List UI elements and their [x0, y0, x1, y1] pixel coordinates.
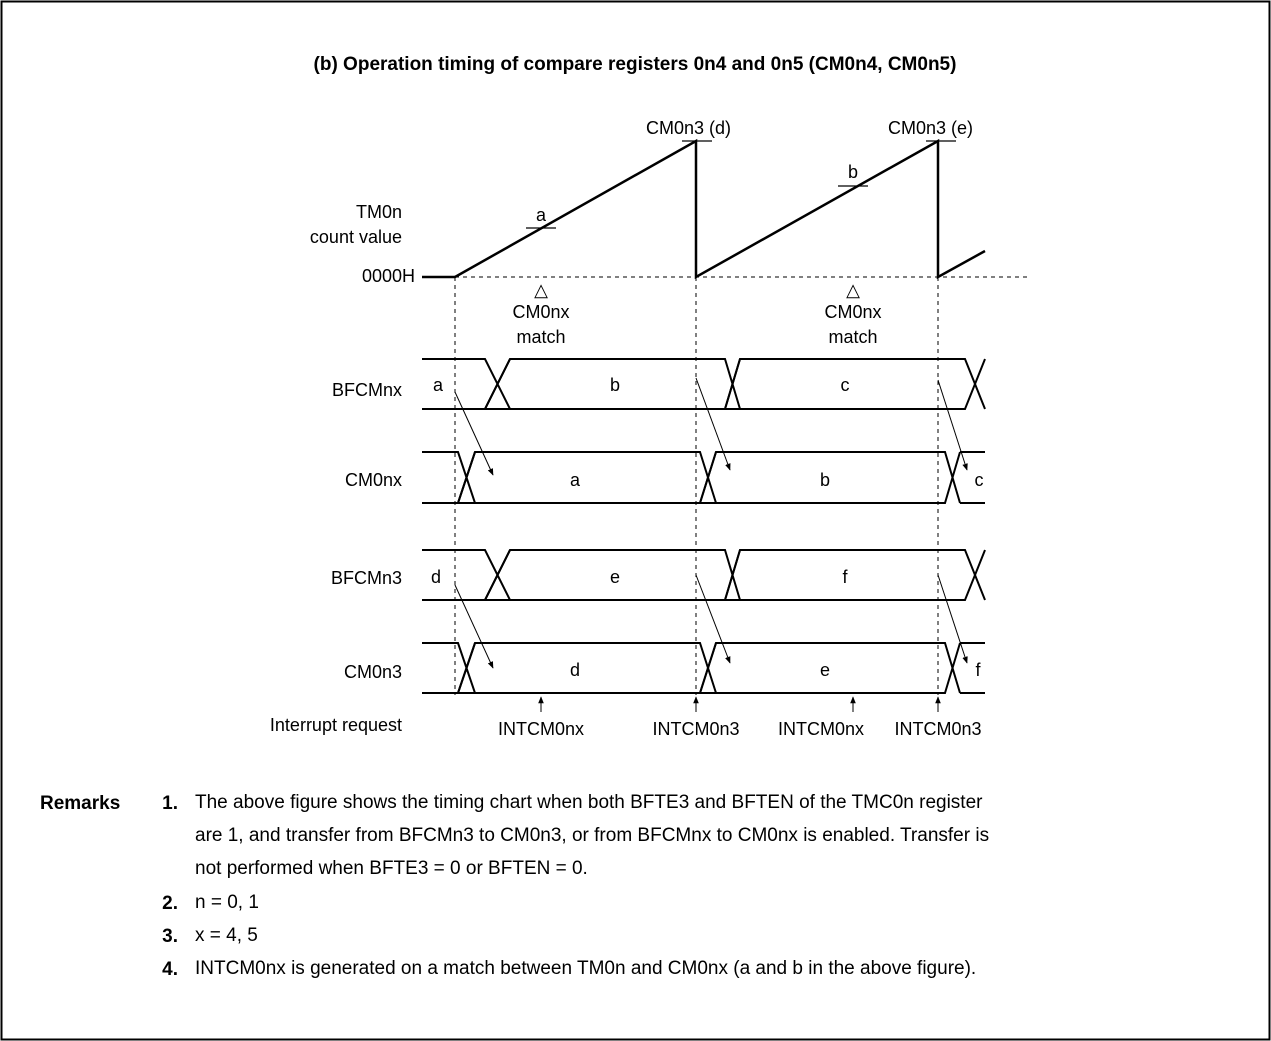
signal-name: CM0nx — [345, 470, 402, 490]
remarks-label: Remarks — [40, 793, 121, 814]
row-cm0n3: CM0n3 d e f — [344, 642, 985, 694]
transfer-arrow — [454, 391, 494, 476]
remark-line: The above figure shows the timing chart … — [195, 792, 983, 813]
remark-number: 3. — [162, 926, 178, 947]
row-cm0nx: CM0nx a b c — [345, 451, 985, 504]
counter-ramp — [454, 138, 986, 280]
signal-name: BFCMn3 — [331, 568, 402, 588]
transfer-arrow — [937, 379, 968, 471]
bus-value: d — [431, 567, 441, 587]
match2-line2: match — [828, 327, 877, 347]
remark-number: 1. — [162, 793, 178, 814]
bus-value: f — [842, 567, 848, 587]
remark-line: x = 4, 5 — [195, 925, 258, 946]
bus-value: e — [820, 660, 830, 680]
bus-value: b — [610, 375, 620, 395]
match1-line2: match — [516, 327, 565, 347]
row-bfcmn3: BFCMn3 d e f — [331, 549, 986, 601]
match2-line1: CM0nx — [824, 302, 881, 322]
interrupt-event: INTCM0nx — [778, 719, 864, 739]
bus-value: c — [975, 470, 984, 490]
remark-line: not performed when BFTE3 = 0 or BFTEN = … — [195, 858, 588, 879]
bus-lower — [422, 549, 986, 601]
transfer-arrow — [695, 574, 731, 664]
bus-lower — [422, 451, 985, 504]
time-guides — [454, 277, 939, 695]
ramp1-mark: a — [536, 205, 547, 225]
bus-lower — [422, 642, 985, 694]
peak2-label: CM0n3 (e) — [888, 118, 973, 138]
bus-value: e — [610, 567, 620, 587]
signal-name: CM0n3 — [344, 662, 402, 682]
bus-value: a — [433, 375, 444, 395]
transfer-arrow — [454, 584, 494, 669]
match1-line1: CM0nx — [512, 302, 569, 322]
bus-upper — [422, 549, 986, 601]
bus-upper — [422, 358, 986, 410]
ramp2-mark: b — [848, 162, 858, 182]
remark-number: 4. — [162, 959, 178, 980]
remark-line: are 1, and transfer from BFCMn3 to CM0n3… — [195, 825, 990, 846]
bus-lower — [422, 358, 986, 410]
interrupt-event: INTCM0nx — [498, 719, 584, 739]
counter-label-line2: count value — [310, 227, 402, 247]
interrupt-event: INTCM0n3 — [894, 719, 981, 739]
bus-upper — [422, 642, 985, 694]
transfer-arrow — [695, 377, 731, 471]
peak1-label: CM0n3 (d) — [646, 118, 731, 138]
signal-name: BFCMnx — [332, 380, 402, 400]
counter-label-line1: TM0n — [356, 202, 402, 222]
bus-value: d — [570, 660, 580, 680]
figure-title: (b) Operation timing of compare register… — [314, 54, 957, 75]
transfer-arrows — [454, 377, 968, 669]
bus-value: b — [820, 470, 830, 490]
match1-marker-icon: △ — [534, 280, 548, 300]
remark-line: INTCM0nx is generated on a match between… — [195, 958, 977, 979]
zero-label: 0000H — [362, 266, 415, 286]
bus-upper — [422, 451, 985, 504]
counter-waveform: TM0n count value 0000H CM0n3 (d) CM0n3 (… — [310, 118, 1030, 347]
row-bfcmnx: BFCMnx a b c — [332, 358, 986, 410]
bus-value: c — [841, 375, 850, 395]
match2-marker-icon: △ — [846, 280, 860, 300]
remark-number: 2. — [162, 893, 178, 914]
interrupt-event: INTCM0n3 — [652, 719, 739, 739]
remark-line: n = 0, 1 — [195, 892, 259, 913]
interrupt-row: Interrupt request INTCM0nx INTCM0n3 INTC… — [270, 696, 982, 739]
bus-value: f — [975, 660, 981, 680]
interrupt-label: Interrupt request — [270, 715, 402, 735]
transfer-arrow — [937, 574, 968, 664]
bus-value: a — [570, 470, 581, 490]
